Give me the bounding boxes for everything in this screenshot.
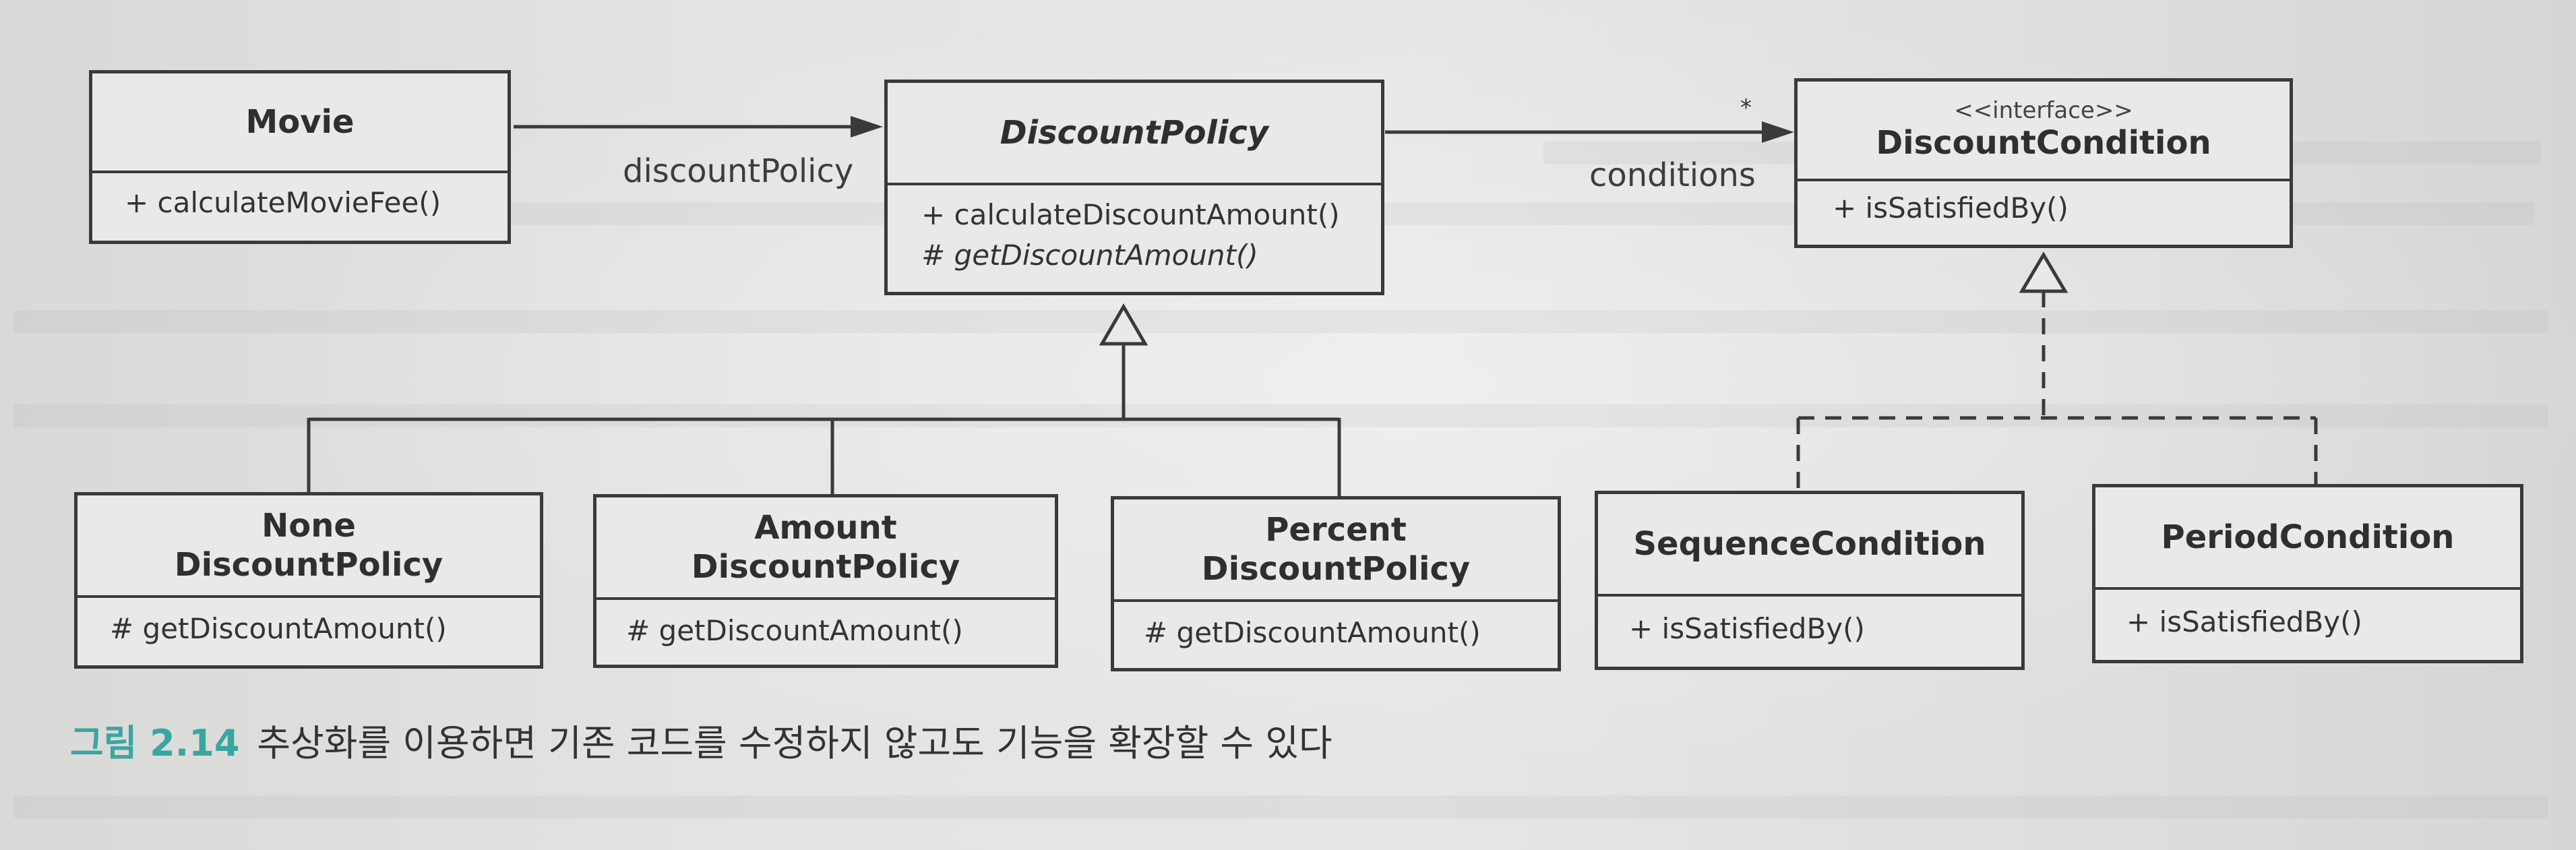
class-name: PeriodCondition [2161, 518, 2455, 556]
background-ghost-line [13, 795, 2548, 818]
class-discount-condition: <<interface>> DiscountCondition + isSati… [1794, 78, 2293, 248]
class-name-section: SequenceCondition [1598, 494, 2021, 597]
caption-text: 추상화를 이용하면 기존 코드를 수정하지 않고도 기능을 확장할 수 있다 [257, 722, 1332, 764]
method: + calculateDiscountAmount() [921, 198, 1340, 231]
class-sequence-condition: SequenceCondition + isSatisfiedBy() [1595, 491, 2025, 670]
class-name-line: DiscountPolicy [1201, 550, 1471, 588]
method: + calculateMovieFee() [125, 186, 441, 219]
stereotype-label: <<interface>> [1954, 97, 2133, 124]
class-name-line: DiscountPolicy [691, 548, 960, 586]
class-name-section: None DiscountPolicy [78, 495, 540, 598]
class-name: DiscountCondition [1876, 124, 2211, 162]
figure-number: 그림 2.14 [70, 722, 240, 764]
method: # getDiscountAmount() [1144, 616, 1481, 649]
class-name-section: <<interface>> DiscountCondition [1798, 82, 2290, 181]
method: # getDiscountAmount() [626, 614, 963, 647]
class-discount-policy: DiscountPolicy + calculateDiscountAmount… [884, 80, 1384, 295]
method-section: # getDiscountAmount() [1114, 602, 1558, 653]
association-arrowhead [1762, 121, 1794, 143]
class-name: DiscountPolicy [1000, 114, 1269, 152]
class-name-line: None [262, 507, 356, 545]
multiplicity-label: * [1740, 94, 1752, 121]
method-section: + calculateDiscountAmount() # getDiscoun… [888, 185, 1381, 276]
method: # getDiscountAmount() [921, 239, 1258, 272]
class-percent-discount-policy: Percent DiscountPolicy # getDiscountAmou… [1111, 496, 1561, 671]
class-name-section: Amount DiscountPolicy [596, 497, 1055, 600]
association-arrowhead [851, 116, 883, 138]
association-label-conditions: conditions [1589, 156, 1756, 194]
method-section: + isSatisfiedBy() [2095, 590, 2520, 642]
background-ghost-line [13, 310, 2548, 333]
class-name-line: DiscountPolicy [174, 546, 443, 584]
class-amount-discount-policy: Amount DiscountPolicy # getDiscountAmoun… [593, 494, 1058, 668]
method: + isSatisfiedBy() [2126, 605, 2362, 638]
realization-triangle [2019, 251, 2068, 293]
method-section: + calculateMovieFee() [92, 173, 508, 223]
class-name-line: Amount [754, 509, 897, 547]
class-name-line: Percent [1265, 511, 1407, 549]
background-ghost-line [13, 404, 2548, 427]
method: # getDiscountAmount() [110, 612, 447, 645]
class-none-discount-policy: None DiscountPolicy # getDiscountAmount(… [74, 492, 543, 669]
method: + isSatisfiedBy() [1833, 191, 2068, 224]
class-movie: Movie + calculateMovieFee() [89, 70, 511, 244]
method-section: + isSatisfiedBy() [1598, 597, 2021, 649]
class-period-condition: PeriodCondition + isSatisfiedBy() [2092, 484, 2523, 663]
method-section: # getDiscountAmount() [78, 598, 540, 649]
method: + isSatisfiedBy() [1629, 612, 1865, 645]
class-name-section: DiscountPolicy [888, 83, 1381, 185]
figure-caption: 그림 2.14 추상화를 이용하면 기존 코드를 수정하지 않고도 기능을 확장할… [70, 713, 1332, 766]
class-name: SequenceCondition [1633, 525, 1986, 563]
generalization-triangle [1099, 303, 1148, 346]
class-name-section: PeriodCondition [2095, 487, 2520, 590]
class-name-section: Percent DiscountPolicy [1114, 499, 1558, 602]
method-section: + isSatisfiedBy() [1798, 181, 2290, 229]
method-section: # getDiscountAmount() [596, 600, 1055, 651]
class-name: Movie [245, 103, 355, 141]
association-label-discount-policy: discountPolicy [623, 152, 854, 190]
class-name-section: Movie [92, 73, 508, 173]
